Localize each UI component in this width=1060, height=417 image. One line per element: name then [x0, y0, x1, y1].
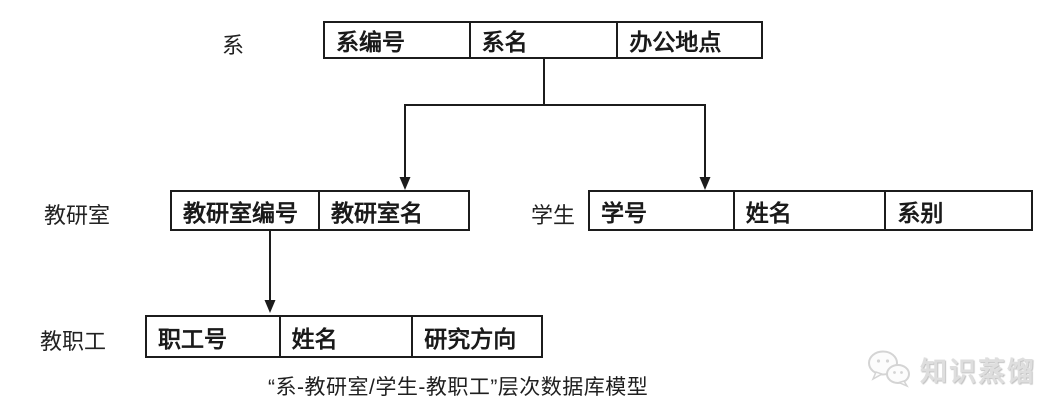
field-faculty-research: 研究方向	[411, 317, 541, 356]
field-office-id: 教研室编号	[183, 199, 298, 226]
field-faculty-name: 姓名	[278, 317, 412, 356]
field-office-name: 教研室名	[318, 192, 468, 229]
watermark: 知识蒸馏	[866, 348, 1036, 390]
arrowhead-to-student-icon	[699, 177, 711, 190]
field-student-dept: 系别	[884, 192, 1031, 229]
field-faculty-id: 职工号	[158, 325, 227, 352]
field-dept-office-location: 办公地点	[616, 23, 761, 57]
node-faculty-record: 职工号 姓名 研究方向	[145, 315, 543, 358]
node-student-record: 学号 姓名 系别	[588, 190, 1033, 231]
field-student-id: 学号	[601, 199, 647, 226]
node-faculty-label: 教职工	[40, 329, 107, 354]
watermark-label: 知识蒸馏	[920, 356, 1036, 387]
field-dept-name: 系名	[468, 23, 617, 57]
diagram-caption: “系-教研室/学生-教职工”层次数据库模型	[268, 376, 649, 399]
node-dept-record: 系编号 系名 办公地点	[323, 21, 763, 59]
field-dept-id: 系编号	[336, 29, 405, 55]
arrowhead-to-office-icon	[399, 177, 411, 190]
wechat-bubbles-icon	[868, 350, 910, 388]
node-dept-label: 系	[222, 33, 245, 58]
field-student-name: 姓名	[732, 192, 885, 229]
arrowhead-to-faculty-icon	[264, 300, 276, 313]
node-office-label: 教研室	[44, 203, 111, 228]
node-office-record: 教研室编号 教研室名	[170, 190, 470, 231]
node-student-label: 学生	[531, 203, 576, 228]
